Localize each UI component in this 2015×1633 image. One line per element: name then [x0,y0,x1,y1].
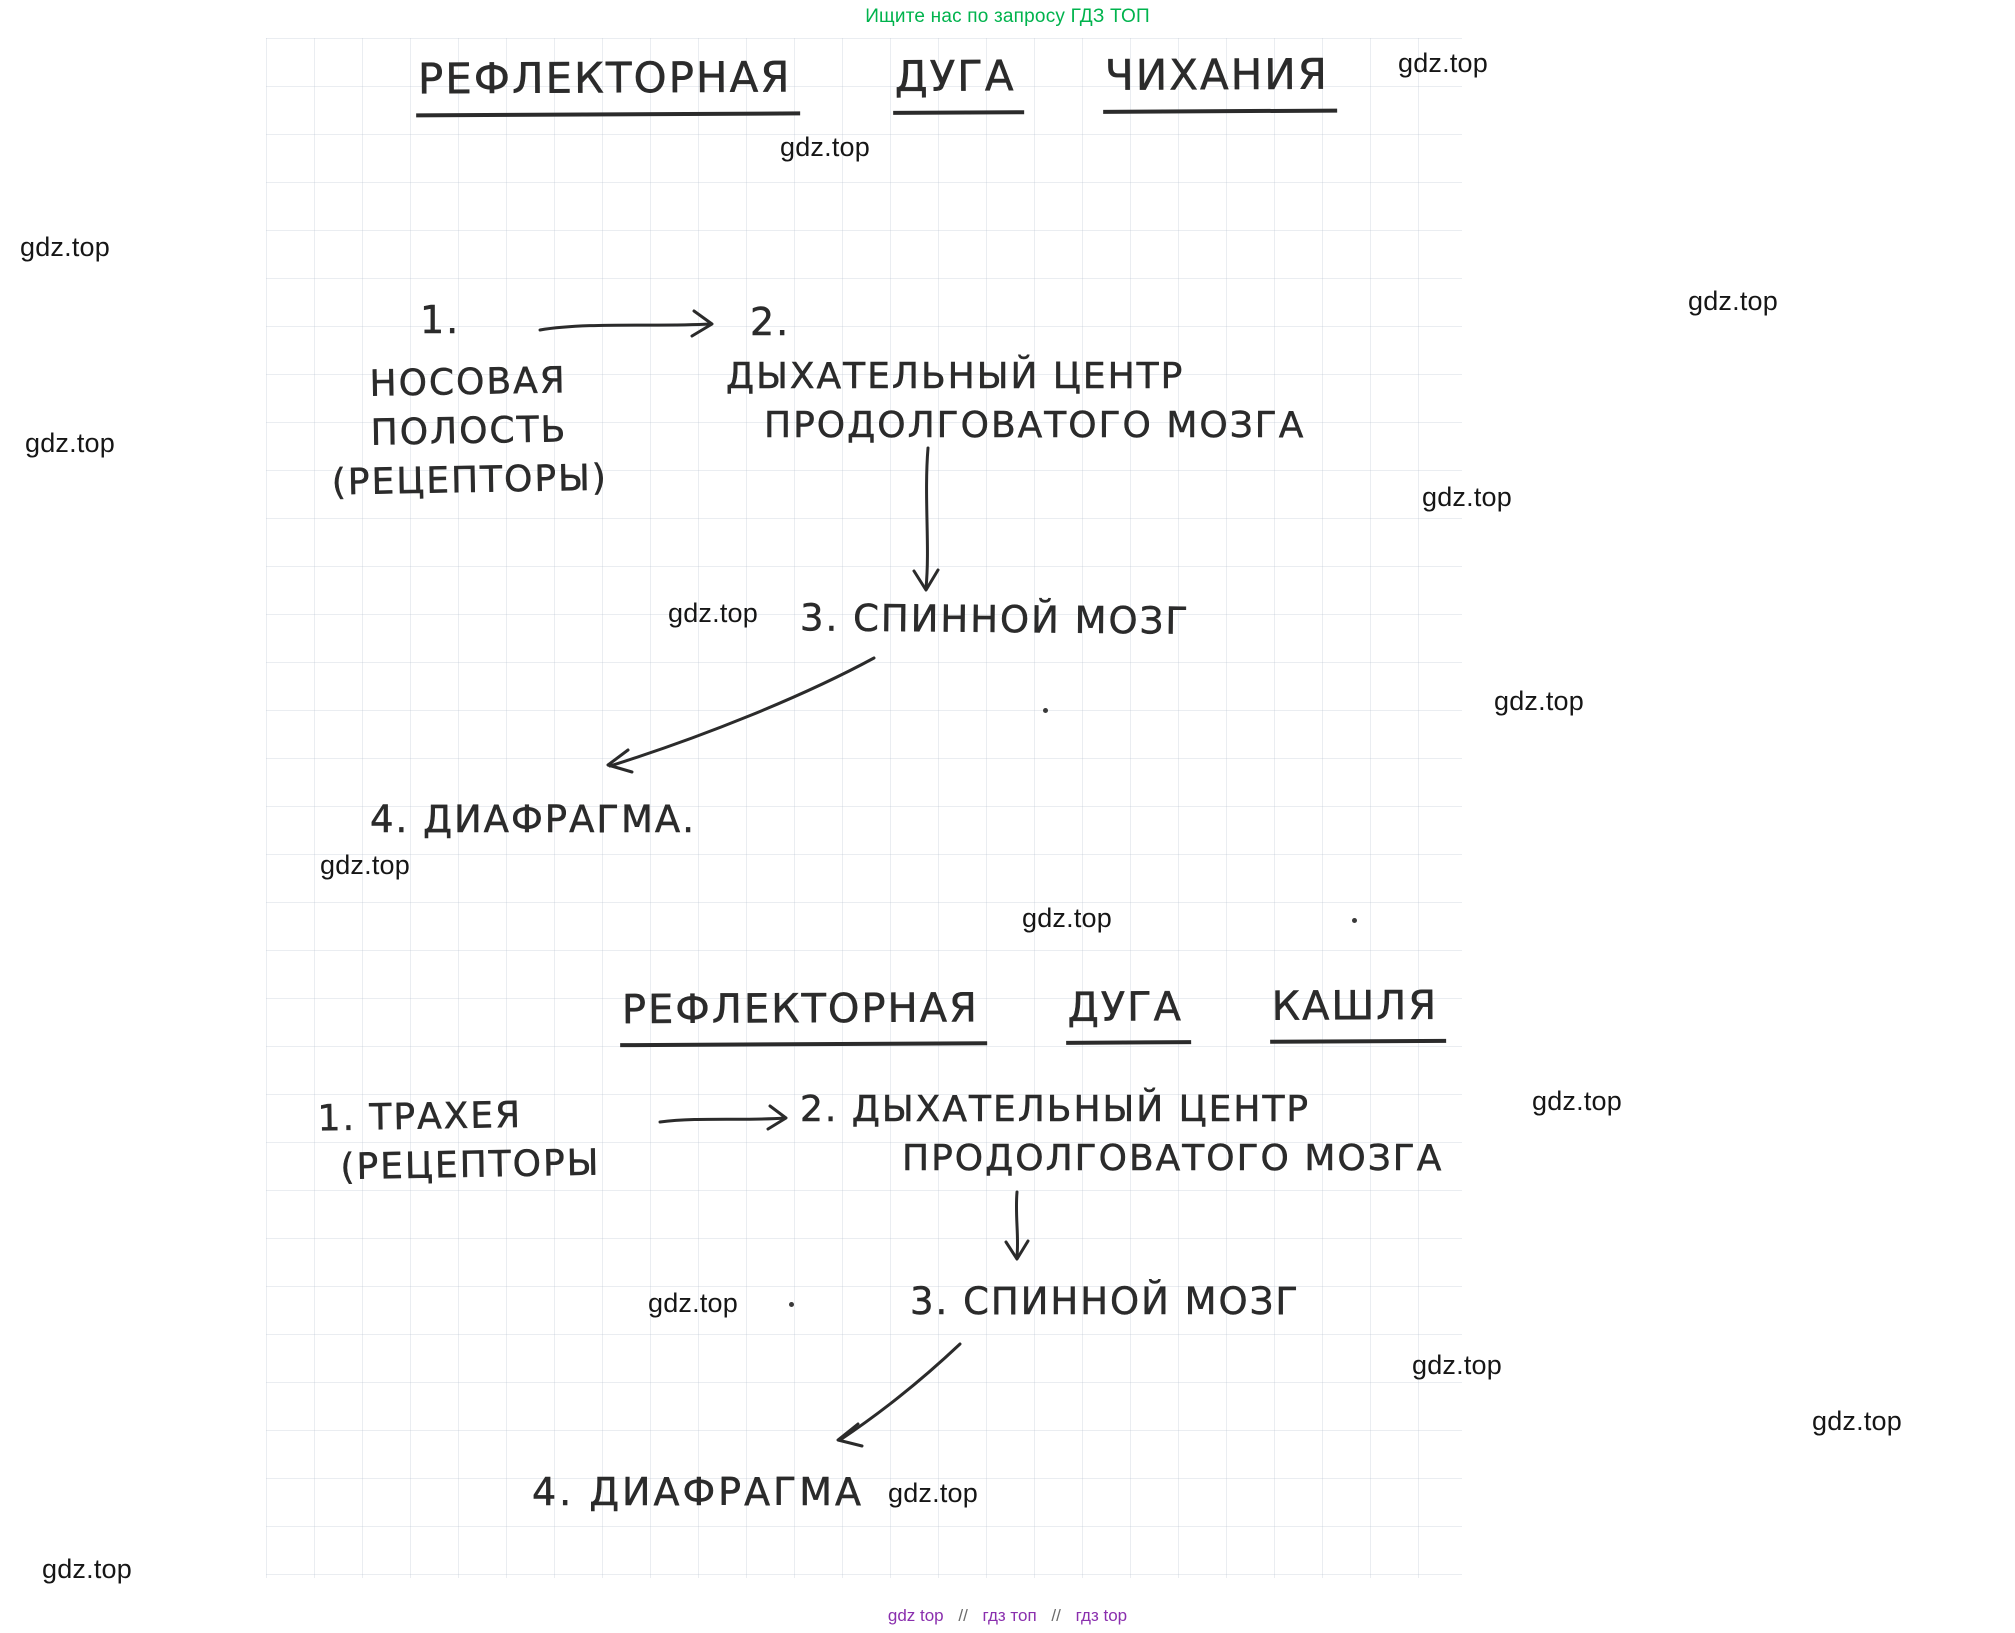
top-banner-link[interactable]: Ищите нас по запросу ГДЗ ТОП [865,6,1150,27]
sneeze-step4-node: 4. ДИАФРАГМА. [370,798,696,842]
watermark-gdz-top: gdz.top [780,132,870,162]
footer-link-1[interactable]: gdz top [887,1606,944,1625]
watermark-gdz-top: gdz.top [1688,286,1778,316]
cough-step4-node: 4. ДИАФРАГМА [532,1470,865,1515]
sneeze-step1-node: НОСОВАЯ ПОЛОСТЬ (РЕЦЕПТОРЫ) [317,355,622,507]
watermark-gdz-top: gdz.top [1532,1086,1622,1116]
cough-step2-node: 2. ДЫХАТЕЛЬНЫЙ ЦЕНТР ПРОДОЛГОВАТОГО МОЗГ… [800,1085,1443,1183]
sneeze-step3-node: 3. СПИННОЙ МОЗГ [799,596,1191,643]
cough-title: РЕФЛЕКТОРНАЯ ДУГА КАШЛЯ [619,983,1447,1048]
watermark-gdz-top: gdz.top [1422,482,1512,512]
cough-step3-node: 3. СПИННОЙ МОЗГ [910,1280,1300,1324]
footer-separator: // [958,1606,968,1625]
cough-step1-line1: 1. ТРАХЕЯ [317,1094,523,1140]
cough-step2-line1: 2. ДЫХАТЕЛЬНЫЙ ЦЕНТР [800,1089,1311,1131]
sneeze-step2-line2: ПРОДОЛГОВАТОГО МОЗГА [764,405,1306,447]
footer-links: gdz top // гдз топ // гдз top [0,1606,2015,1626]
watermark-gdz-top: gdz.top [648,1288,738,1318]
sneeze-title: РЕФЛЕКТОРНАЯ ДУГА ЧИХАНИЯ [415,49,1338,118]
arrow-cough-step2-to-step3 [987,1186,1047,1281]
pen-dot [1043,708,1048,713]
watermark-gdz-top: gdz.top [668,598,758,628]
pen-dot [1352,918,1357,923]
pen-dot [789,1302,794,1307]
watermark-gdz-top: gdz.top [888,1478,978,1508]
sneeze-title-word-3: ЧИХАНИЯ [1102,49,1338,114]
sneeze-step1-line3: (РЕЦЕПТОРЫ) [331,457,609,504]
cough-step2-line2: ПРОДОЛГОВАТОГО МОЗГА [902,1138,1444,1180]
arrow-sneeze-step3-to-step4 [592,642,892,787]
watermark-gdz-top: gdz.top [42,1554,132,1584]
sneeze-title-word-2: ДУГА [892,51,1024,115]
watermark-gdz-top: gdz.top [1412,1350,1502,1380]
sneeze-step1-line2: ПОЛОСТЬ [370,409,568,454]
cough-title-word-1: РЕФЛЕКТОРНАЯ [619,985,988,1048]
sneeze-step1-line1: НОСОВАЯ [369,360,568,405]
watermark-gdz-top: gdz.top [1022,903,1112,933]
sneeze-step2-number: 2. [750,300,791,345]
footer-separator: // [1051,1606,1061,1625]
watermark-gdz-top: gdz.top [320,850,410,880]
watermark-gdz-top: gdz.top [1812,1406,1902,1436]
cough-title-word-2: ДУГА [1065,984,1192,1045]
arrow-sneeze-step1-to-step2 [528,296,728,357]
watermark-gdz-top: gdz.top [20,232,110,262]
footer-link-2[interactable]: гдз топ [982,1606,1037,1625]
cough-step1-node: 1. ТРАХЕЯ (РЕЦЕПТОРЫ [317,1090,601,1193]
watermark-gdz-top: gdz.top [25,428,115,458]
arrow-sneeze-step2-to-step3 [897,442,957,605]
arrow-cough-step3-to-step4 [820,1332,980,1462]
footer-link-3[interactable]: гдз top [1075,1606,1128,1625]
sneeze-step2-line1: ДЫХАТЕЛЬНЫЙ ЦЕНТР [726,356,1185,398]
graph-paper-background [266,38,1462,1578]
sneeze-title-word-1: РЕФЛЕКТОРНАЯ [415,52,800,118]
watermark-gdz-top: gdz.top [1398,48,1488,78]
sneeze-step2-node: ДЫХАТЕЛЬНЫЙ ЦЕНТР ПРОДОЛГОВАТОГО МОЗГА [726,352,1305,450]
cough-step1-line2: (РЕЦЕПТОРЫ [340,1142,601,1189]
watermark-gdz-top: gdz.top [1494,686,1584,716]
cough-title-word-3: КАШЛЯ [1269,983,1447,1044]
arrow-cough-step1-to-step2 [648,1092,798,1147]
sneeze-step1-number: 1. [420,298,461,343]
